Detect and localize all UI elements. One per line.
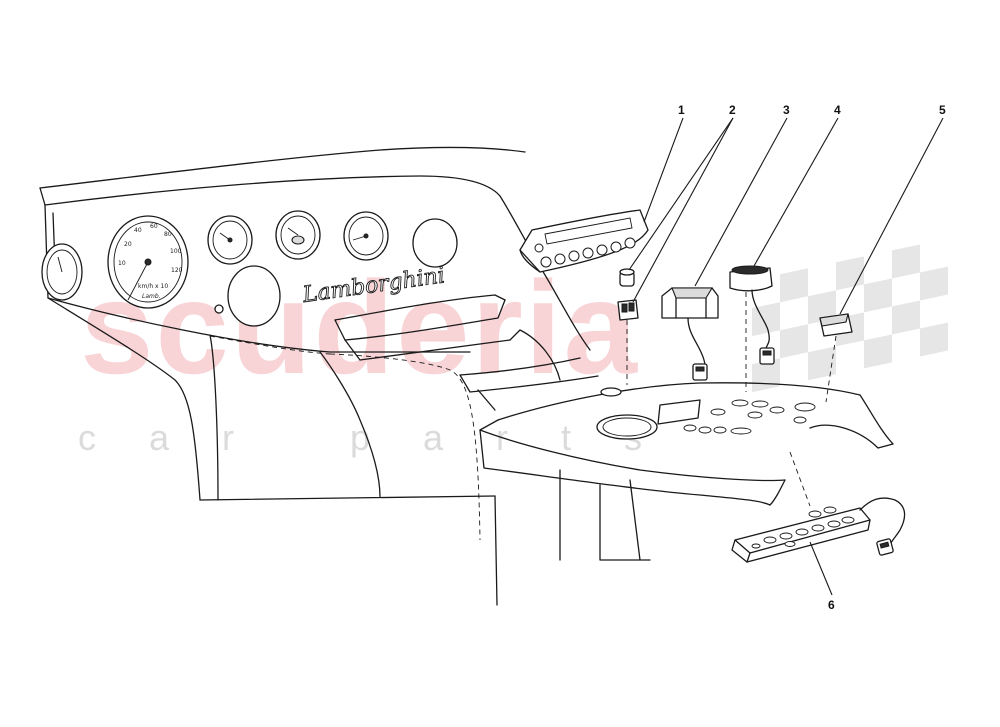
part-3-switch-block: [661, 287, 719, 381]
dash-knob: [214, 304, 224, 314]
checkered-flag-watermark: [752, 244, 948, 393]
leader-lines: [628, 117, 944, 596]
callout-6: 6: [828, 598, 835, 612]
callout-1: 1: [678, 103, 685, 117]
svg-text:40: 40: [134, 227, 142, 234]
part-2-connectors: [617, 268, 639, 385]
svg-text:60: 60: [150, 223, 158, 230]
part-5-switch: [819, 313, 853, 403]
speedometer-unit-text: km/h x 10: [138, 283, 168, 290]
callout-4: 4: [834, 103, 841, 117]
svg-text:80: 80: [164, 231, 172, 238]
water-temp-gauge: [343, 211, 389, 261]
callout-5: 5: [939, 103, 946, 117]
dashboard-brand-script: Lamborghini: [300, 263, 446, 308]
svg-text:100: 100: [170, 248, 182, 255]
part-4-switch: [729, 265, 775, 392]
tachometer-small-gauge: [275, 210, 321, 260]
part-1-switch-panel: [519, 209, 649, 273]
watermark-sub-text: car parts: [78, 417, 696, 458]
svg-text:120: 120: [171, 267, 183, 274]
empty-gauge-opening: [412, 218, 458, 268]
svg-text:Lamb.: Lamb.: [142, 293, 161, 300]
callout-3: 3: [783, 103, 790, 117]
callout-labels: 1 2 3 4 5 6: [678, 103, 946, 612]
clock-gauge-opening: [227, 265, 281, 327]
svg-text:10: 10: [118, 260, 126, 267]
cupholder: [596, 414, 658, 440]
part-6-switch-board: [731, 451, 906, 563]
tray-switch-holes: [683, 399, 816, 435]
svg-text:20: 20: [124, 241, 132, 248]
callout-2: 2: [729, 103, 736, 117]
oil-pressure-gauge: [207, 215, 253, 265]
left-gauge: [41, 243, 83, 301]
